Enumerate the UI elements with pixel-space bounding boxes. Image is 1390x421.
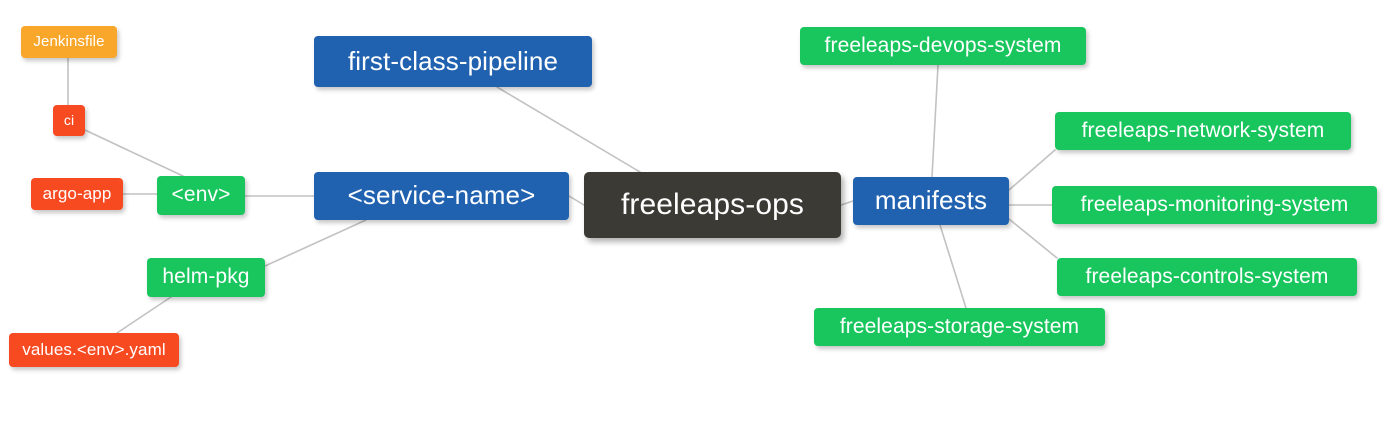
edge-manifests-to-freeleaps-controls-system	[1008, 218, 1058, 259]
edge-helm-pkg-to-values-env-yaml	[116, 296, 172, 334]
mindmap-node-freeleaps-controls-system[interactable]: freeleaps-controls-system	[1057, 258, 1357, 296]
mindmap-node-argo-app[interactable]: argo-app	[31, 178, 123, 210]
edge-freeleaps-ops-to-first-class-pipeline	[496, 86, 641, 173]
mindmap-node-freeleaps-storage-system[interactable]: freeleaps-storage-system	[814, 308, 1105, 346]
mindmap-node-values-env-yaml[interactable]: values.<env>.yaml	[9, 333, 179, 367]
edge-service-name-to-helm-pkg	[264, 219, 367, 267]
mindmap-node-ci[interactable]: ci	[53, 105, 85, 136]
edge-env-to-ci	[84, 129, 184, 177]
edge-manifests-to-freeleaps-devops-system	[931, 64, 939, 178]
edge-manifests-to-freeleaps-storage-system	[939, 224, 967, 309]
mindmap-node-helm-pkg[interactable]: helm-pkg	[147, 258, 265, 297]
mindmap-node-manifests[interactable]: manifests	[853, 177, 1009, 225]
edge-freeleaps-ops-to-service-name	[568, 195, 585, 206]
mindmap-node-freeleaps-monitoring-system[interactable]: freeleaps-monitoring-system	[1052, 186, 1377, 224]
mindmap-node-first-class-pipeline[interactable]: first-class-pipeline	[314, 36, 592, 87]
edge-manifests-to-freeleaps-network-system	[1008, 149, 1056, 191]
mindmap-node-freeleaps-devops-system[interactable]: freeleaps-devops-system	[800, 27, 1086, 65]
mindmap-node-jenkinsfile[interactable]: Jenkinsfile	[21, 26, 117, 58]
edge-freeleaps-ops-to-manifests	[840, 200, 854, 206]
mindmap-node-freeleaps-ops[interactable]: freeleaps-ops	[584, 172, 841, 238]
mindmap-node-freeleaps-network-system[interactable]: freeleaps-network-system	[1055, 112, 1351, 150]
mindmap-node-service-name[interactable]: <service-name>	[314, 172, 569, 220]
mindmap-node-env[interactable]: <env>	[157, 176, 245, 215]
